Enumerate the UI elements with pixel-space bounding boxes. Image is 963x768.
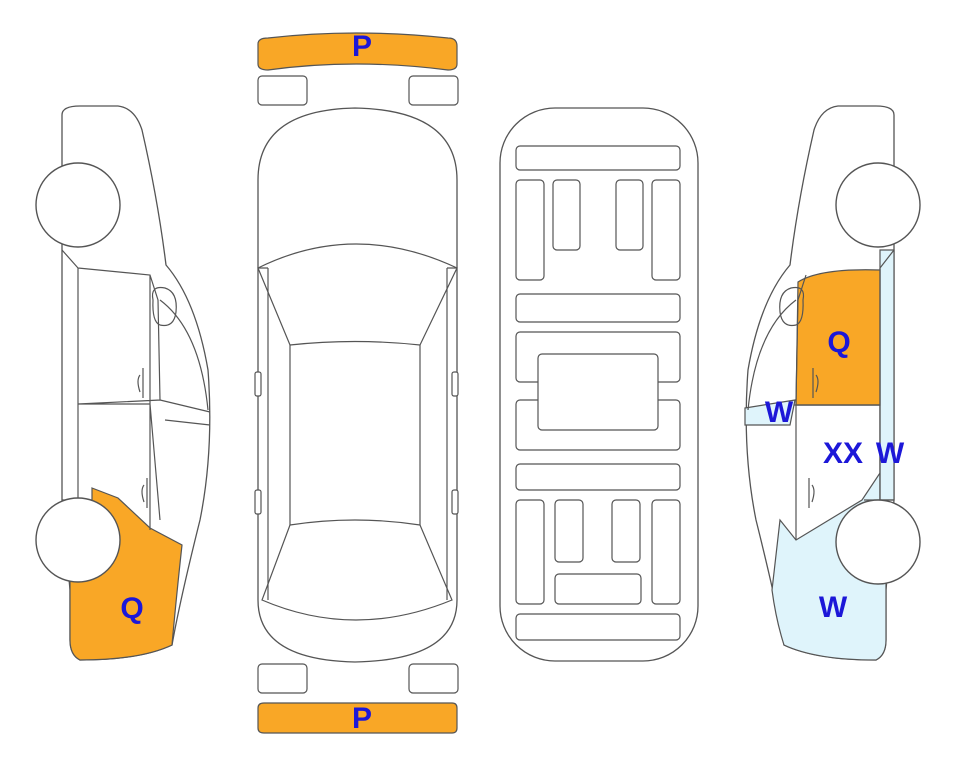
left-rear-quarter-label: Q [120,592,143,625]
underside-rear-bar [515,613,681,641]
right-door-handle-lower [808,478,815,508]
right-front-window-label: W [765,396,794,429]
underside-rear-left-block [554,499,584,563]
top-right-handle [451,489,459,515]
underside-rear-left-rail [515,499,545,605]
right-door-lines [747,249,895,540]
rear-bumper-label: P [352,702,372,735]
front-right-light [408,75,459,106]
underside-view [499,107,699,662]
rear-left-light [257,663,308,694]
front-bumper [257,32,458,71]
top-left-handle [254,489,262,515]
underside-center-panel [537,353,659,431]
underside-front-right-rail [651,179,681,281]
right-rear-wheel [835,499,921,585]
top-view: P P [254,30,459,735]
rear-bumper [257,702,458,734]
right-mirror [779,286,805,327]
rear-window [261,524,453,621]
right-door-handle-upper [812,368,819,398]
underside-crossmember-1 [515,293,681,323]
front-left-light [257,75,308,106]
left-door-handle-rear [141,478,148,508]
underside-front-left-block [552,179,581,251]
underside-front-right-block [615,179,644,251]
left-mirror [151,286,177,327]
left-front-wheel [35,162,121,248]
left-side-view: Q [35,105,211,661]
right-front-lower-panel [771,404,887,661]
front-bumper-label: P [352,30,372,63]
right-front-wheel [835,162,921,248]
right-pillar-label: W [876,437,905,470]
right-panel-mark-label: XX [823,437,863,470]
right-front-window [744,399,796,426]
top-side-lines [258,267,457,600]
underside-rear-center [554,573,642,605]
top-left-mirror [254,371,262,397]
underside-crossmember-2 [515,463,681,491]
left-rear-wheel [35,497,121,583]
underside-front-bar [515,145,681,171]
underside-rear-right-block [611,499,641,563]
left-door-handle-front [137,368,144,398]
underside-front-left-rail [515,179,545,281]
right-side-view: Q W XX W W [744,105,921,661]
right-front-lower-label: W [819,591,848,624]
right-rear-door-label: Q [827,326,850,359]
roof [289,345,421,526]
top-body-outline [257,107,458,663]
rear-right-light [408,663,459,694]
top-right-mirror [451,371,459,397]
underside-rear-right-rail [651,499,681,605]
